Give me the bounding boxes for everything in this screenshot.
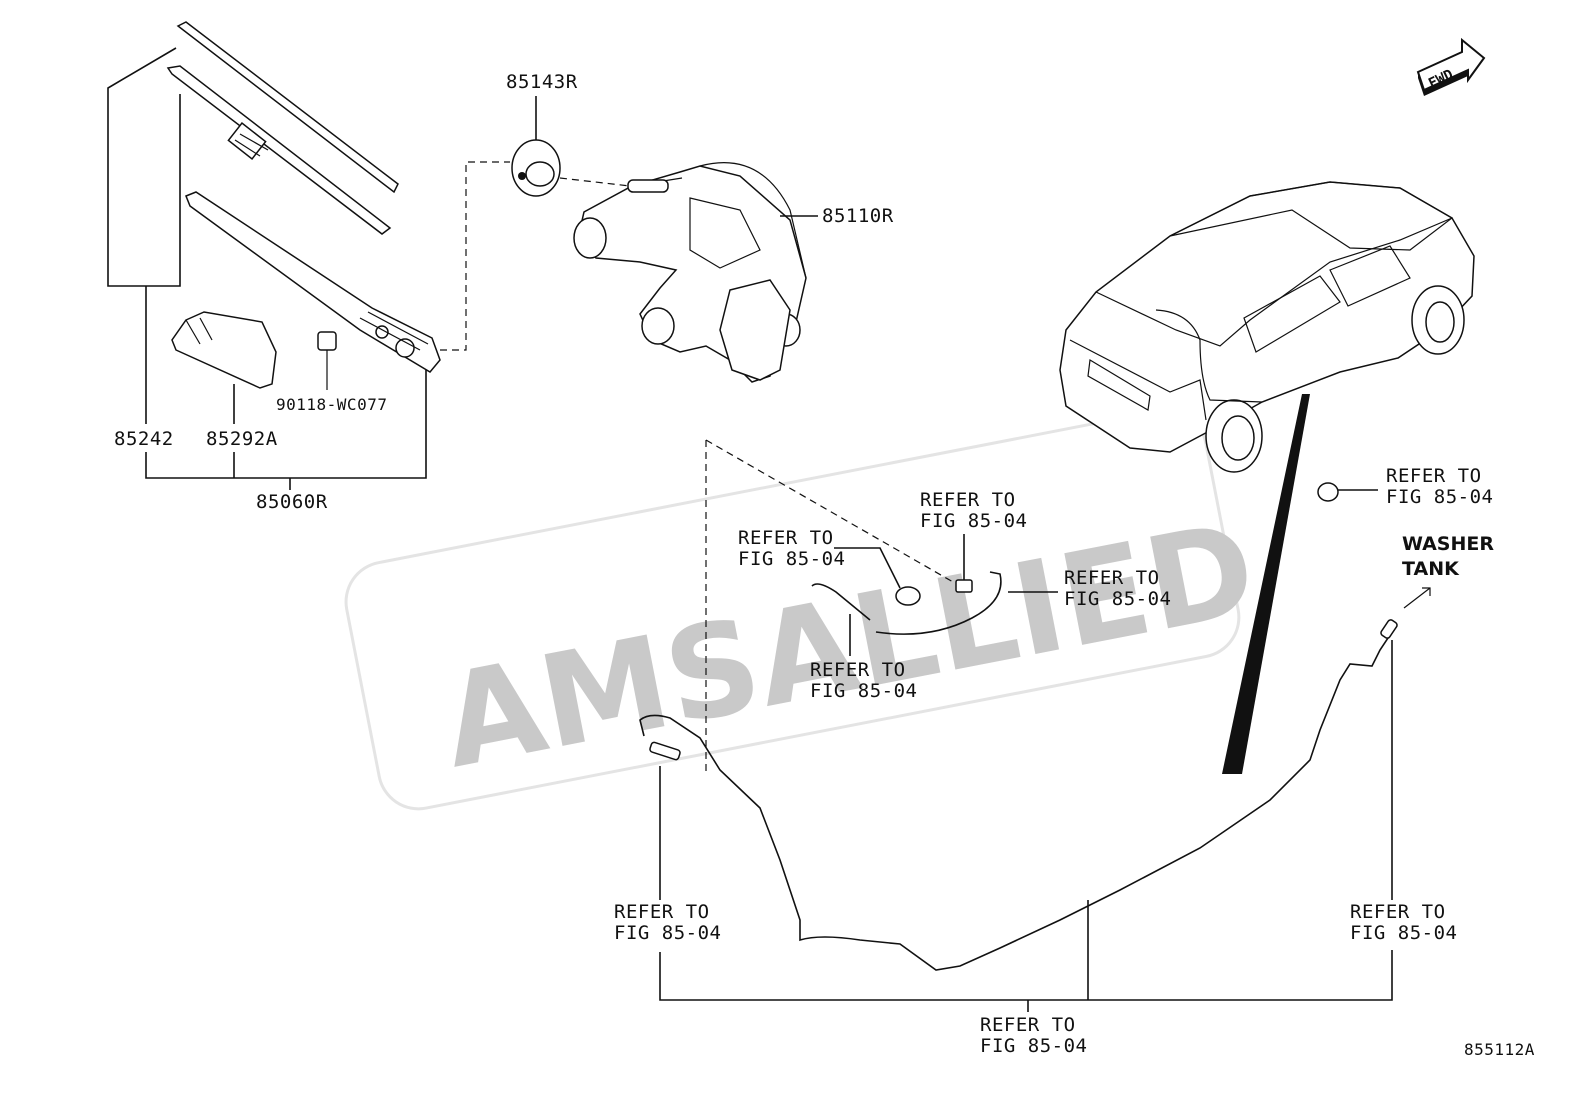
diagram-id: 855112A (1464, 1040, 1535, 1059)
wiper-arm (185, 191, 441, 373)
leader-lines-hose (659, 640, 1393, 1012)
refer-line1: REFER TO (920, 489, 1016, 511)
refer-label-clip: REFER TO FIG 85-04 (738, 527, 845, 570)
hose-connectors (649, 587, 1431, 761)
label-85110R: 85110R (822, 205, 894, 227)
refer-line1: REFER TO (1064, 567, 1160, 589)
refer-line1: REFER TO (1386, 465, 1482, 487)
refer-line2: FIG 85-04 (1064, 588, 1171, 610)
label-90118-WC077: 90118-WC077 (276, 395, 387, 414)
fwd-arrow-icon: FWD (1416, 37, 1486, 96)
refer-line2: FIG 85-04 (810, 680, 917, 702)
washer-nozzle-right (1317, 482, 1378, 502)
refer-label-bottom-center: REFER TO FIG 85-04 (980, 1014, 1087, 1057)
label-85143R: 85143R (506, 71, 578, 93)
refer-line2: FIG 85-04 (980, 1035, 1087, 1057)
nut-90118 (317, 331, 337, 390)
label-85292A: 85292A (206, 428, 278, 450)
wiper-blade (166, 21, 399, 235)
arm-cover (171, 311, 277, 389)
refer-label-bottom-right: REFER TO FIG 85-04 (1350, 901, 1457, 944)
refer-line2: FIG 85-04 (1386, 486, 1493, 508)
refer-line1: REFER TO (738, 527, 834, 549)
refer-label-grommet: REFER TO FIG 85-04 (920, 489, 1027, 532)
refer-label-nozzle-right: REFER TO FIG 85-04 (1386, 465, 1493, 508)
refer-label-hose-left: REFER TO FIG 85-04 (810, 659, 917, 702)
vehicle-outline (1059, 181, 1475, 774)
cap-85143R (511, 96, 561, 197)
refer-label-hose-right: REFER TO FIG 85-04 (1064, 567, 1171, 610)
refer-line1: REFER TO (810, 659, 906, 681)
label-85242: 85242 (114, 428, 174, 450)
refer-line2: FIG 85-04 (920, 510, 1027, 532)
hose-small-parts (811, 534, 1058, 656)
dashed-link-hose-nozzle (705, 439, 961, 587)
refer-line2: FIG 85-04 (738, 548, 845, 570)
watermark-text: AMSALLIED (431, 494, 1266, 797)
washer-hose-long (639, 625, 1397, 971)
washer-tank-line2: TANK (1402, 558, 1460, 580)
wiper-motor-85110R (573, 162, 818, 383)
dashed-link-cap-motor (559, 177, 631, 187)
dashed-link-arm-motor (440, 161, 510, 351)
refer-line1: REFER TO (980, 1014, 1076, 1036)
washer-tank-line1: WASHER (1402, 533, 1494, 555)
label-85060R: 85060R (256, 491, 328, 513)
refer-label-bottom-left: REFER TO FIG 85-04 (614, 901, 721, 944)
refer-line2: FIG 85-04 (1350, 922, 1457, 944)
leader-lines-wiper (107, 47, 427, 490)
refer-line2: FIG 85-04 (614, 922, 721, 944)
refer-line1: REFER TO (1350, 901, 1446, 923)
refer-line1: REFER TO (614, 901, 710, 923)
